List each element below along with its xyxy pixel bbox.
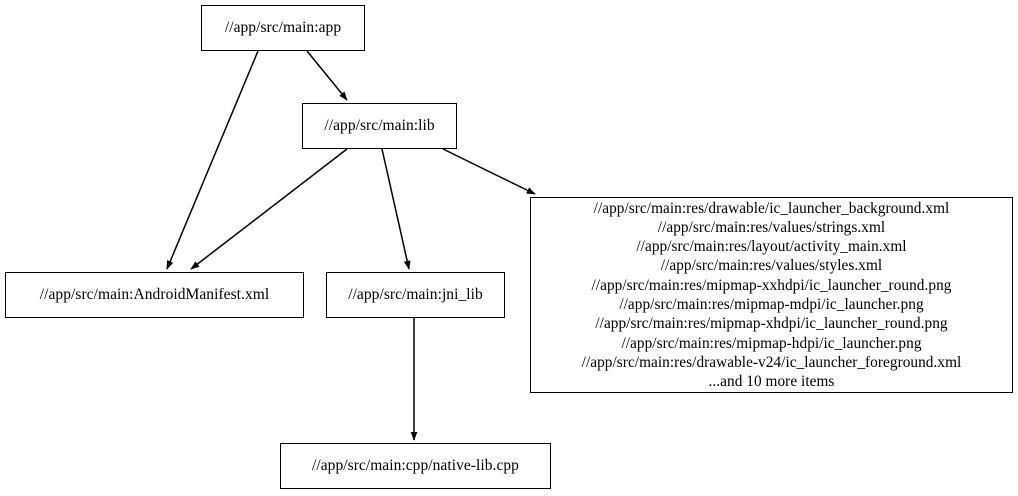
edge-lib-to-jni-lib [381, 148, 411, 270]
graph-node-resources[interactable]: //app/src/main:res/drawable/ic_launcher_… [530, 197, 1013, 393]
graph-node-resources-label: //app/src/main:res/drawable/ic_launcher_… [581, 199, 962, 391]
graph-node-lib-label: //app/src/main:lib [324, 117, 435, 135]
graph-node-app[interactable]: //app/src/main:app [201, 5, 365, 51]
edge-app-to-lib [306, 50, 348, 101]
graph-node-lib[interactable]: //app/src/main:lib [302, 103, 457, 149]
graph-node-android-manifest[interactable]: //app/src/main:AndroidManifest.xml [5, 272, 304, 318]
edge-lib-to-manifest [190, 148, 348, 270]
edge-app-to-manifest [166, 50, 259, 270]
graph-node-native-lib-label: //app/src/main:cpp/native-lib.cpp [312, 457, 519, 475]
graph-node-jni-lib[interactable]: //app/src/main:jni_lib [326, 272, 505, 318]
graph-node-jni-lib-label: //app/src/main:jni_lib [348, 286, 483, 304]
graph-node-native-lib[interactable]: //app/src/main:cpp/native-lib.cpp [280, 443, 551, 489]
graph-node-app-label: //app/src/main:app [224, 19, 342, 37]
edge-lib-to-resources [442, 148, 536, 195]
graph-node-android-manifest-label: //app/src/main:AndroidManifest.xml [39, 286, 270, 304]
